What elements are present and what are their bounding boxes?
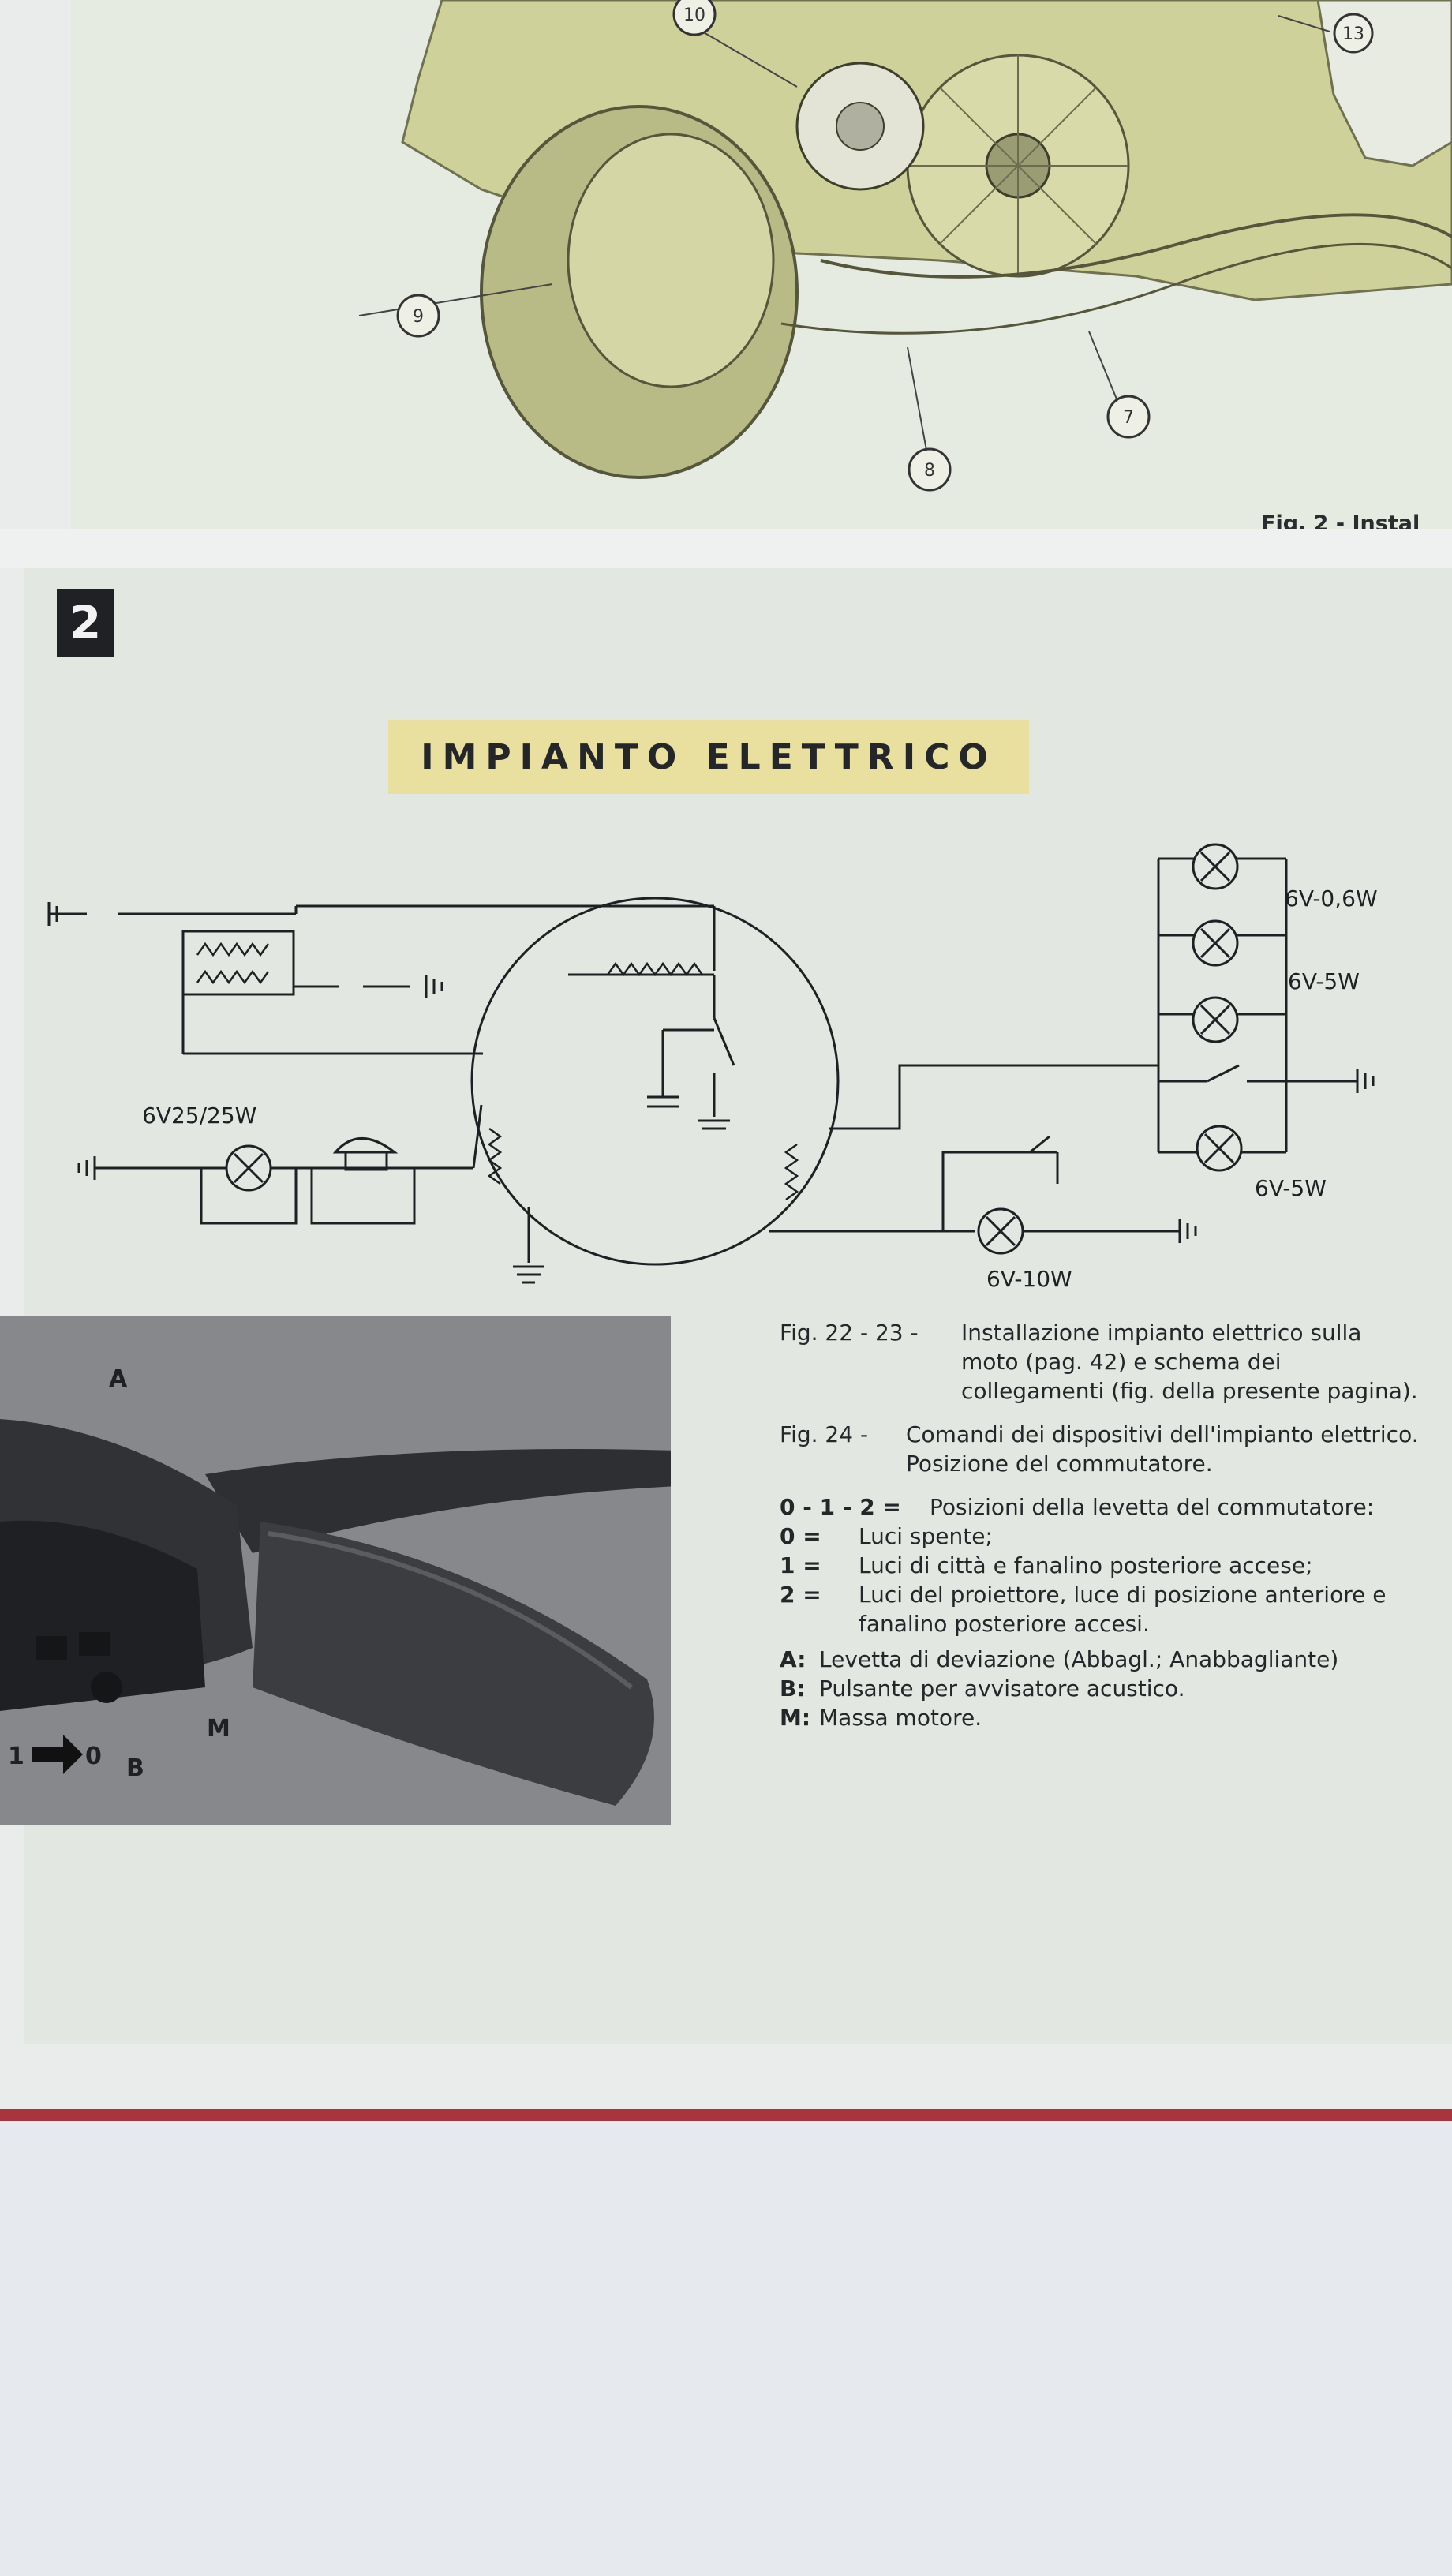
section-title: IMPIANTO ELETTRICO — [388, 720, 1029, 794]
label-lamp-top: 6V-0,6W — [1285, 886, 1378, 912]
legend-row: 1 = Luci di città e fanalino posteriore … — [780, 1551, 1419, 1580]
legend-text: Luci del proiettore, luce di posizione a… — [859, 1582, 1387, 1637]
scooter-illustration: 10 13 9 8 7 — [358, 0, 1452, 492]
legend-key: B: — [780, 1676, 806, 1702]
legend-row: M: Massa motore. — [780, 1703, 1419, 1732]
legend-key: 2 = — [780, 1582, 821, 1608]
callout-7: 7 — [1123, 408, 1134, 428]
legend-key: M: — [780, 1705, 811, 1731]
callout-10: 10 — [683, 6, 705, 25]
handlebar-photo: A M B 1 0 — [0, 1316, 671, 1825]
legend-row: 0 - 1 - 2 = Posizioni della levetta del … — [780, 1492, 1419, 1522]
legend-text: Luci di città e fanalino posteriore acce… — [859, 1552, 1313, 1578]
caption-fig-22-23-text: Installazione impianto elettrico sulla m… — [961, 1320, 1418, 1404]
caption-fig-24: Fig. 24 - Comandi dei dispositivi dell'i… — [780, 1420, 1419, 1478]
caption-fig-24-key: Fig. 24 - — [780, 1421, 869, 1447]
photo-label-zero: 0 — [85, 1743, 102, 1770]
scooter-illustration-panel: 10 13 9 8 7 — [71, 0, 1452, 529]
photo-label-a: A — [109, 1365, 128, 1393]
legend-text: Posizioni della levetta del commutatore: — [930, 1494, 1375, 1520]
legend-key: 0 = — [780, 1523, 821, 1549]
page-gap — [0, 529, 1452, 568]
legend-text: Levetta di deviazione (Abbagl.; Anabbagl… — [819, 1646, 1339, 1672]
photo-label-b: B — [126, 1754, 144, 1782]
legend-row: A: Levetta di deviazione (Abbagl.; Anabb… — [780, 1645, 1419, 1674]
label-headlamp: 6V25/25W — [142, 1103, 256, 1129]
label-stop-lamp: 6V-10W — [986, 1266, 1072, 1292]
caption-fig-22-23: Fig. 22 - 23 - Installazione impianto el… — [780, 1318, 1419, 1406]
handlebar-illustration — [0, 1316, 671, 1825]
page-number: 2 — [57, 589, 114, 657]
caption-fig-24-text: Comandi dei dispositivi dell'impianto el… — [906, 1421, 1419, 1477]
legend-key: 1 = — [780, 1552, 821, 1578]
blank-facing-page — [0, 2121, 1452, 2576]
legend-row: 0 = Luci spente; — [780, 1522, 1419, 1551]
callout-13: 13 — [1342, 24, 1364, 44]
wiring-diagram: 6V-0,6W 6V-5W 6V-5W 6V25/25W 6V-10W — [47, 843, 1378, 1292]
legend-row: 2 = Luci del proiettore, luce di posizio… — [780, 1580, 1419, 1638]
legend-text: Pulsante per avvisatore acustico. — [819, 1676, 1185, 1702]
photo-label-m: M — [207, 1715, 230, 1743]
caption-fig-22-23-key: Fig. 22 - 23 - — [780, 1320, 919, 1346]
label-lamp-low: 6V-5W — [1255, 1175, 1327, 1201]
alternator-circle — [470, 897, 840, 1266]
callout-9: 9 — [413, 307, 424, 327]
legend-row: B: Pulsante per avvisatore acustico. — [780, 1674, 1419, 1703]
legend-key: 0 - 1 - 2 = — [780, 1494, 901, 1520]
binding-rule — [0, 2109, 1452, 2121]
legend-key: A: — [780, 1646, 806, 1672]
legend-text: Luci spente; — [859, 1523, 993, 1549]
caption-column: Fig. 22 - 23 - Installazione impianto el… — [780, 1318, 1419, 1732]
callout-8: 8 — [924, 461, 935, 481]
legend-text: Massa motore. — [819, 1705, 982, 1731]
label-lamp-mid: 6V-5W — [1288, 968, 1360, 994]
photo-label-one: 1 — [8, 1743, 24, 1770]
